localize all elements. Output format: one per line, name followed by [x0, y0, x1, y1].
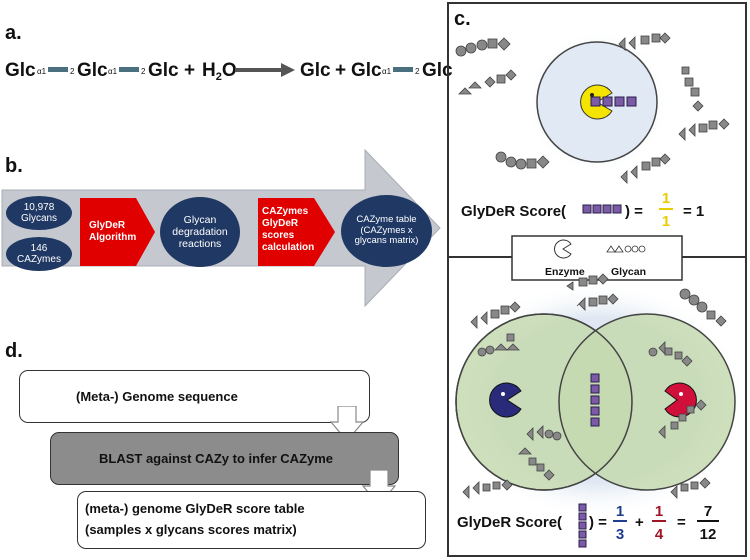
glycosidic-bond-1	[48, 67, 68, 72]
purple-glycan-chain-bottom	[590, 373, 600, 427]
panel-b-label: b.	[5, 155, 23, 177]
top-score-result: = 1	[683, 203, 704, 220]
glc-product-2: Glc	[351, 60, 382, 81]
frac3-den: 12	[700, 526, 717, 543]
glc-product-1: Glc	[300, 60, 331, 81]
plus-sign-1: +	[184, 60, 196, 81]
right-enzyme-circle	[558, 313, 736, 491]
score-table-box: (meta-) genome GlyDeR score table(sample…	[77, 491, 426, 549]
frac2-num: 1	[655, 503, 663, 520]
water-molecule: H2O	[202, 60, 237, 83]
glycosidic-bond-3	[393, 67, 413, 72]
legend-glycan-icon	[606, 245, 646, 253]
link-2-1: 2	[70, 67, 75, 76]
glycosidic-bond-2	[119, 67, 139, 72]
top-score-label: GlyDeR Score(	[461, 203, 566, 220]
glc-2: Glc	[77, 60, 108, 81]
frac1-num: 1	[616, 503, 624, 520]
link-alpha-3: α1	[382, 67, 392, 76]
score-chain-icon-top	[582, 204, 622, 214]
panel-a-label: a.	[5, 22, 22, 44]
gray-glycans-top	[455, 32, 730, 184]
link-alpha-1: α1	[37, 67, 47, 76]
legend-box	[511, 235, 683, 281]
panel-c-label: c.	[454, 8, 471, 30]
hydrolysis-reaction: Glc α1 2 Glc α1 2 Glc + H2O Glc + Glc α1…	[5, 57, 453, 87]
top-score-close: ) =	[625, 203, 643, 220]
blast-step-box: BLAST against CAZy to infer CAZyme	[50, 432, 399, 485]
legend-enzyme-icon	[554, 239, 572, 259]
legend-glycan-label: Glycan	[611, 266, 646, 278]
bottom-score-close: ) =	[589, 514, 607, 531]
top-frac-den: 1	[662, 213, 670, 230]
link-alpha-2: α1	[108, 67, 118, 76]
top-frac-num: 1	[662, 190, 670, 207]
glc-product-3: Glc	[422, 60, 453, 81]
score-chain-icon-bottom	[578, 503, 587, 548]
scores-calculation-arrow	[258, 198, 335, 266]
panel-c-illustration: GlyDeR Score( ) = 1 1 = 1 Enzyme Glycan	[449, 30, 745, 548]
frac1-den: 3	[616, 526, 624, 543]
bottom-score-label: GlyDeR Score(	[457, 514, 562, 531]
panel-d-label: d.	[5, 340, 23, 362]
panel-c-frame	[447, 2, 747, 557]
plus-operator: +	[635, 514, 644, 531]
gray-glycans-bottom	[462, 273, 727, 499]
equals-operator: =	[677, 514, 686, 531]
genome-sequence-box: (Meta-) Genome sequence	[19, 370, 370, 423]
blue-enzyme-icon	[489, 382, 522, 418]
glc-1: Glc	[5, 60, 36, 81]
frac2-den: 4	[655, 526, 664, 543]
plus-sign-2: +	[335, 60, 347, 81]
glc-3: Glc	[148, 60, 179, 81]
glyder-algorithm-arrow	[80, 198, 155, 266]
legend-enzyme-label: Enzyme	[545, 266, 585, 278]
purple-glycan-chain-top	[590, 96, 637, 107]
reaction-arrow-icon	[235, 63, 295, 77]
down-arrow-1-icon	[330, 406, 364, 442]
link-2-2: 2	[141, 67, 146, 76]
link-2-3: 2	[415, 67, 420, 76]
frac3-num: 7	[704, 503, 712, 520]
